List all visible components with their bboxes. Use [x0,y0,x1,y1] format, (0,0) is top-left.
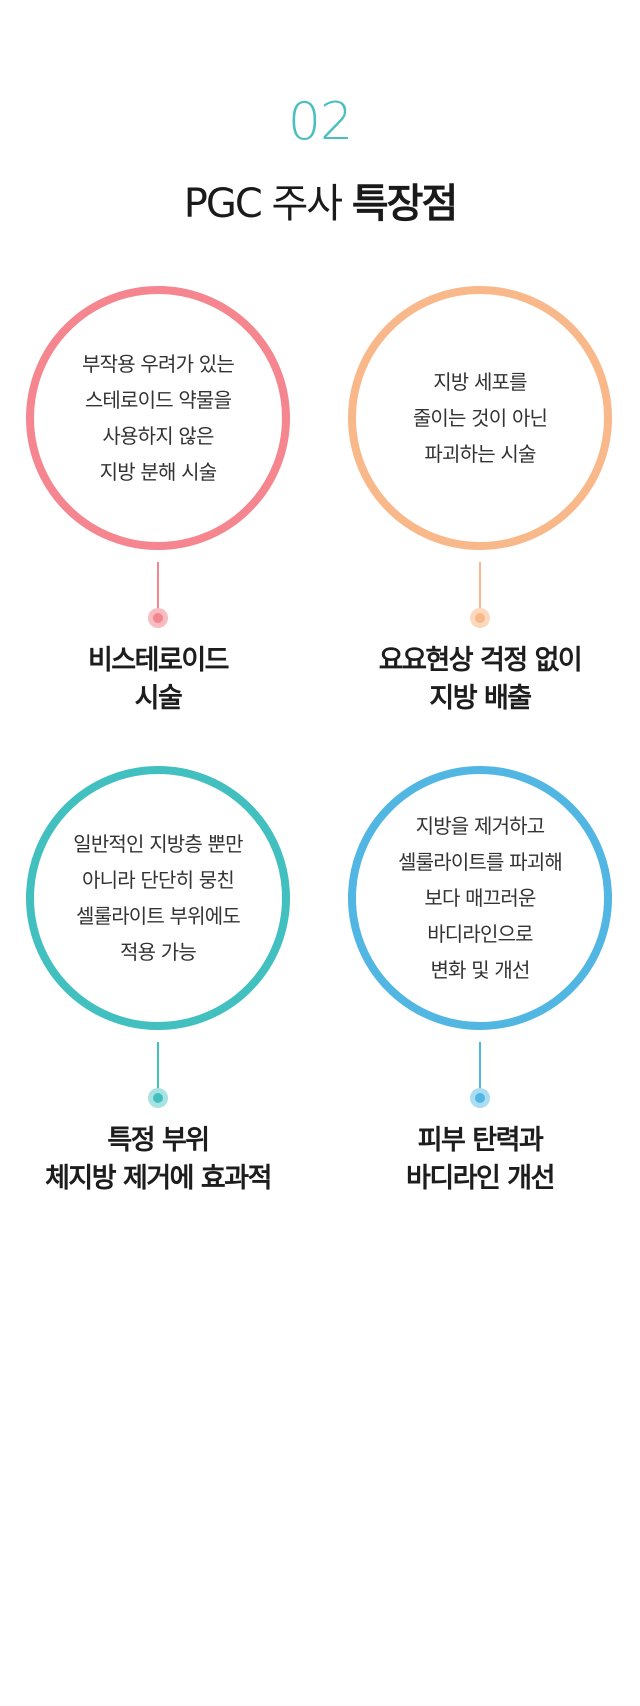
feature-label: 비스테로이드 시술 [0,642,322,718]
feature-circle: 일반적인 지방층 뿐만 아니라 단단히 뭉친 셀룰라이트 부위에도 적용 가능 [26,766,290,1030]
title-bold: 특장점 [351,181,458,227]
circle-line: 파괴하는 시술 [424,442,536,466]
section-title: PGC 주사 특장점 [0,178,640,230]
connector-dot [148,608,168,628]
connector-line [479,1042,481,1090]
label-line: 피부 탄력과 [417,1125,544,1156]
circle-line: 부작용 우려가 있는 [82,352,235,376]
circle-line: 적용 가능 [120,940,197,964]
circle-line: 아니라 단단히 뭉친 [82,868,235,892]
connector-line [157,1042,159,1090]
circle-line: 셀룰라이트 부위에도 [76,904,241,928]
circle-line: 지방 세포를 [433,370,527,394]
feature-circle: 부작용 우려가 있는 스테로이드 약물을 사용하지 않은 지방 분해 시술 [26,286,290,550]
circle-line: 셀룰라이트를 파괴해 [398,850,563,874]
circle-line: 일반적인 지방층 뿐만 [73,832,243,856]
circle-line: 스테로이드 약물을 [84,388,232,412]
circle-line: 지방 분해 시술 [99,460,218,484]
feature-card-no-yoyo: 지방 세포를 줄이는 것이 아닌 파괴하는 시술 요요현상 걱정 없이 지방 배… [336,286,636,1226]
feature-label: 특정 부위 체지방 제거에 효과적 [0,1122,322,1198]
feature-card-skin-elasticity: 지방을 제거하고 셀룰라이트를 파괴해 보다 매끄러운 바디라인으로 변화 및 … [336,766,636,1706]
circle-line: 바디라인으로 [427,922,533,946]
feature-circle: 지방을 제거하고 셀룰라이트를 파괴해 보다 매끄러운 바디라인으로 변화 및 … [348,766,612,1030]
feature-card-non-steroid: 부작용 우려가 있는 스테로이드 약물을 사용하지 않은 지방 분해 시술 비스… [14,286,314,1226]
label-line: 지방 배출 [429,683,532,714]
feature-card-targeted-fat: 일반적인 지방층 뿐만 아니라 단단히 뭉친 셀룰라이트 부위에도 적용 가능 … [14,766,314,1706]
connector-dot [470,608,490,628]
circle-line: 줄이는 것이 아닌 [412,406,548,430]
label-line: 체지방 제거에 효과적 [45,1163,272,1194]
connector-dot [470,1088,490,1108]
section-number: 02 [287,92,353,152]
circle-line: 변화 및 개선 [430,958,530,982]
label-line: 특정 부위 [107,1125,210,1156]
label-line: 시술 [134,683,183,714]
label-line: 요요현상 걱정 없이 [378,645,583,676]
connector-line [157,562,159,610]
circle-text: 지방 세포를 줄이는 것이 아닌 파괴하는 시술 [412,364,548,472]
circle-line: 사용하지 않은 [102,424,214,448]
connector-line [479,562,481,610]
title-regular: PGC 주사 [183,181,343,227]
circle-line: 보다 매끄러운 [424,886,536,910]
connector-dot [148,1088,168,1108]
circle-text: 부작용 우려가 있는 스테로이드 약물을 사용하지 않은 지방 분해 시술 [82,346,235,490]
label-line: 비스테로이드 [87,645,230,676]
circle-text: 일반적인 지방층 뿐만 아니라 단단히 뭉친 셀룰라이트 부위에도 적용 가능 [73,826,243,970]
feature-label: 요요현상 걱정 없이 지방 배출 [316,642,640,718]
circle-line: 지방을 제거하고 [415,814,546,838]
feature-label: 피부 탄력과 바디라인 개선 [316,1122,640,1198]
circle-text: 지방을 제거하고 셀룰라이트를 파괴해 보다 매끄러운 바디라인으로 변화 및 … [398,808,563,988]
label-line: 바디라인 개선 [406,1163,555,1194]
feature-circle: 지방 세포를 줄이는 것이 아닌 파괴하는 시술 [348,286,612,550]
